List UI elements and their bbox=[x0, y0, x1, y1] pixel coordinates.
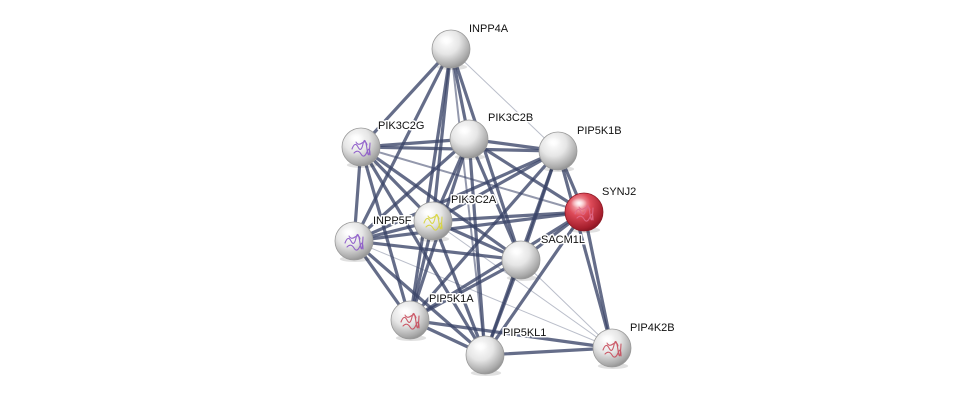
node-label-pik3c2a: PIK3C2A bbox=[451, 194, 497, 206]
node-highlight bbox=[348, 133, 364, 143]
edge-pik3c2g-pip5kl1[interactable] bbox=[359, 145, 487, 357]
edge-pik3c2b-synj2[interactable] bbox=[467, 137, 586, 214]
edge-inpp4a-pip5k1b[interactable] bbox=[450, 48, 559, 152]
edge-pip5k1b-inpp5f[interactable] bbox=[352, 149, 560, 243]
edge-inpp5f-pip5kl1[interactable] bbox=[352, 239, 487, 357]
node-synj2[interactable]: SYNJ2 bbox=[564, 185, 638, 233]
edge-synj2-pik3c2a[interactable] bbox=[431, 210, 586, 223]
node-pik3c2g[interactable]: PIK3C2G bbox=[341, 119, 426, 168]
edge-pip5k1b-pik3c2a[interactable] bbox=[431, 149, 560, 223]
node-highlight bbox=[397, 306, 413, 316]
edge-sacm1l-pip4k2b[interactable] bbox=[520, 259, 613, 349]
node-highlight bbox=[472, 341, 488, 351]
node-highlight bbox=[545, 137, 561, 147]
edge-inpp4a-pik3c2g[interactable] bbox=[359, 47, 453, 149]
node-sacm1l[interactable]: SACM1L bbox=[501, 233, 587, 281]
edge-pik3c2b-sacm1l[interactable] bbox=[467, 137, 523, 262]
node-label-synj2: SYNJ2 bbox=[602, 186, 636, 198]
node-highlight bbox=[599, 334, 615, 344]
node-label-inpp4a: INPP4A bbox=[469, 23, 509, 35]
yellow-protein-structure-icon bbox=[423, 213, 443, 231]
node-label-pip5k1b: PIP5K1B bbox=[577, 125, 622, 137]
node-sphere[interactable] bbox=[449, 119, 489, 159]
node-sphere[interactable] bbox=[501, 240, 541, 280]
node-highlight bbox=[438, 35, 454, 45]
node-highlight bbox=[341, 227, 357, 237]
node-pik3c2b[interactable]: PIK3C2B bbox=[449, 111, 535, 160]
node-pip5kl1[interactable]: PIP5KL1 bbox=[465, 326, 548, 376]
edge-synj2-inpp5f[interactable] bbox=[352, 210, 586, 243]
node-sphere[interactable] bbox=[341, 127, 381, 167]
edge-inpp5f-sacm1l[interactable] bbox=[352, 239, 523, 262]
purple-protein-structure-icon bbox=[351, 139, 371, 157]
node-highlight bbox=[420, 207, 436, 217]
node-highlight bbox=[571, 198, 587, 208]
node-pip5k1b[interactable]: PIP5K1B bbox=[538, 124, 623, 172]
node-label-pip4k2b: PIP4K2B bbox=[630, 322, 675, 334]
edge-pik3c2a-pip5kl1[interactable] bbox=[431, 219, 487, 357]
node-pip4k2b[interactable]: PIP4K2B bbox=[592, 321, 676, 369]
edge-synj2-pip4k2b[interactable] bbox=[582, 210, 614, 350]
node-sphere[interactable] bbox=[431, 29, 471, 69]
node-label-pip5k1a: PIP5K1A bbox=[429, 293, 474, 305]
edge-inpp4a-pip5k1a[interactable] bbox=[408, 47, 453, 322]
node-label-pip5kl1: PIP5KL1 bbox=[503, 327, 546, 339]
edge-pik3c2b-inpp5f[interactable] bbox=[352, 137, 471, 243]
node-sphere[interactable] bbox=[390, 300, 430, 340]
edge-pip5k1b-pip4k2b[interactable] bbox=[556, 149, 614, 350]
edge-pip5k1b-pip5k1a[interactable] bbox=[408, 149, 560, 322]
node-inpp5f[interactable]: INPP5F bbox=[334, 214, 413, 262]
edge-inpp4a-sacm1l[interactable] bbox=[449, 47, 523, 262]
node-pik3c2a[interactable]: PIK3C2A bbox=[413, 193, 498, 242]
red-protein-structure-icon bbox=[602, 340, 622, 358]
node-label-sacm1l: SACM1L bbox=[541, 234, 585, 246]
node-sphere[interactable] bbox=[465, 335, 505, 375]
node-pip5k1a[interactable]: PIP5K1A bbox=[390, 292, 476, 341]
edge-synj2-pip5k1a[interactable] bbox=[408, 210, 586, 322]
node-sphere[interactable] bbox=[538, 131, 578, 171]
node-label-pik3c2g: PIK3C2G bbox=[378, 120, 424, 132]
edge-pik3c2b-pip5kl1[interactable] bbox=[467, 137, 487, 357]
node-highlight bbox=[456, 125, 472, 135]
node-sphere[interactable] bbox=[592, 328, 632, 368]
node-sphere[interactable] bbox=[413, 201, 453, 241]
edge-pip5kl1-pip4k2b[interactable] bbox=[483, 346, 614, 357]
edge-sacm1l-pip5k1a[interactable] bbox=[408, 258, 523, 322]
purple-protein-structure-icon bbox=[344, 233, 364, 251]
node-inpp4a[interactable]: INPP4A bbox=[431, 22, 510, 70]
pink-protein-structure-icon bbox=[574, 204, 594, 222]
query-node-sphere[interactable] bbox=[564, 192, 604, 232]
edge-pik3c2a-pip4k2b[interactable] bbox=[432, 220, 613, 349]
red-protein-structure-icon bbox=[400, 312, 420, 330]
node-sphere[interactable] bbox=[334, 221, 374, 261]
node-label-inpp5f: INPP5F bbox=[373, 215, 412, 227]
node-highlight bbox=[508, 246, 524, 256]
edge-pip5k1a-pip4k2b[interactable] bbox=[408, 318, 614, 350]
edge-inpp5f-pip4k2b[interactable] bbox=[353, 240, 613, 349]
node-label-pik3c2b: PIK3C2B bbox=[488, 112, 533, 124]
